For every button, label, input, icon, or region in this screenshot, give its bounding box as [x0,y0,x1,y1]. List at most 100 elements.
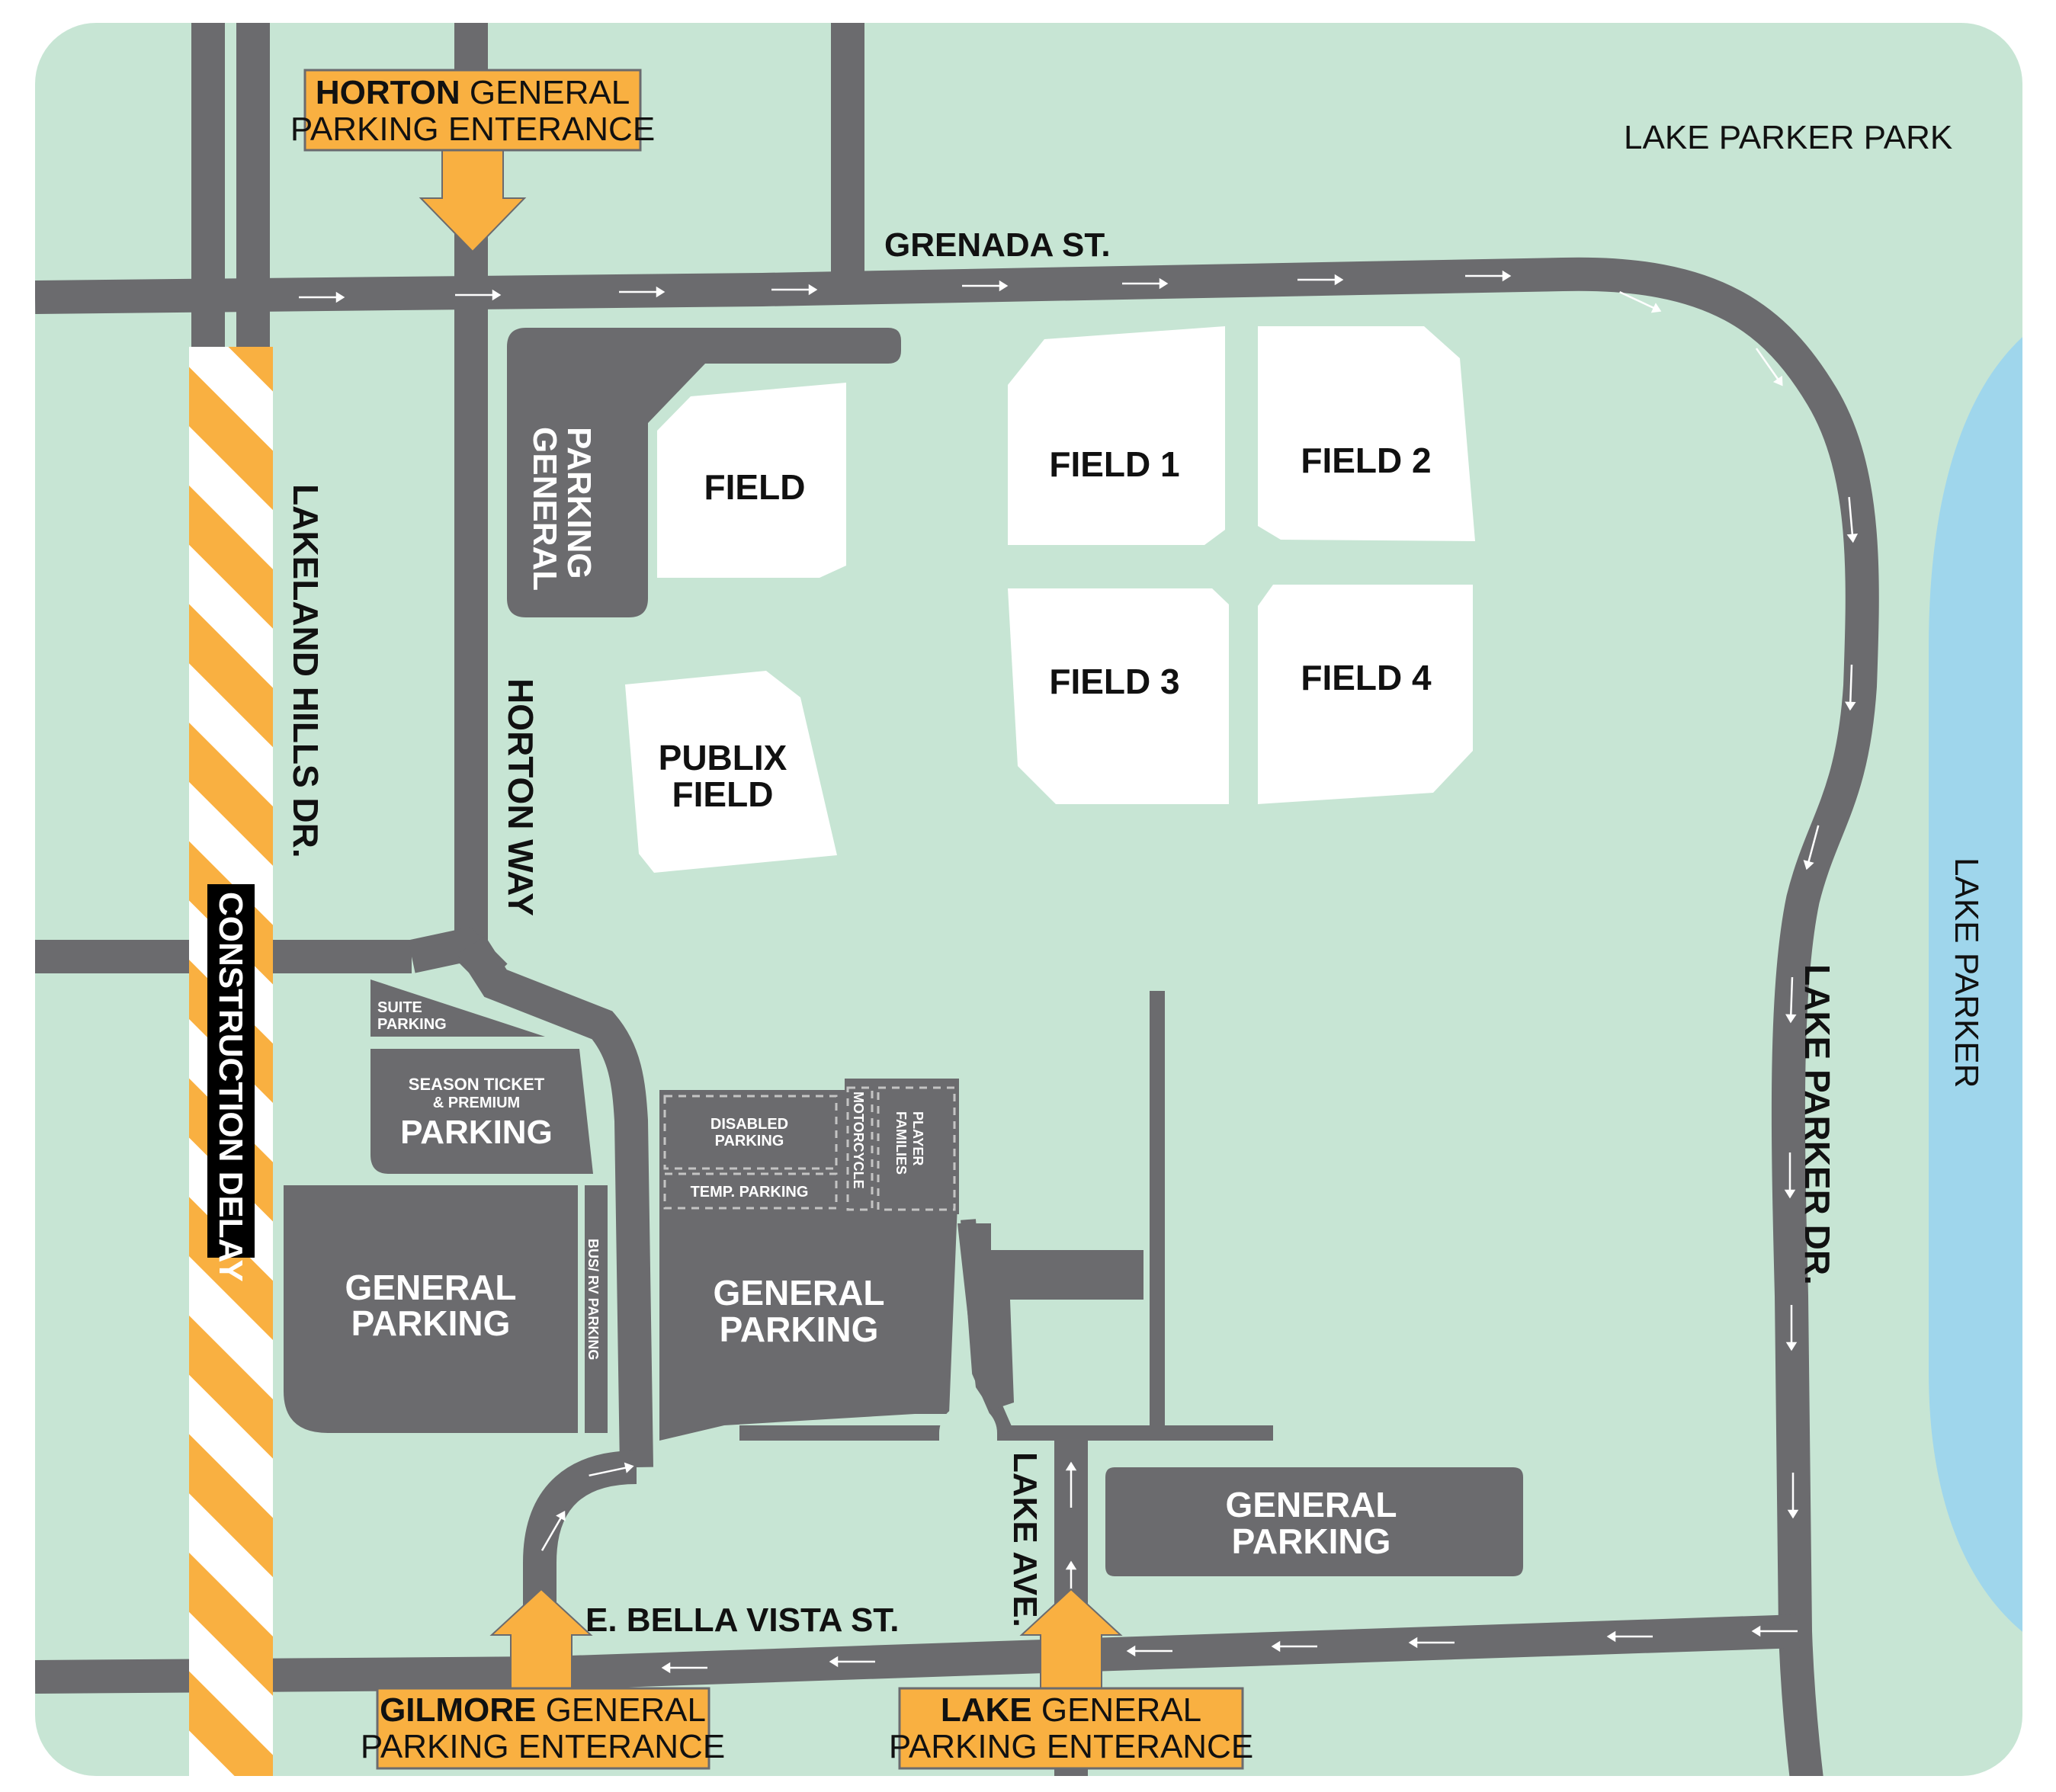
lot-north-label-line2: PARKING [560,427,598,579]
lakeland-hills-label: LAKELAND HILLS DR. [286,484,326,858]
arrow [1271,1640,1317,1653]
lot-west-label: GENERAL [345,1268,517,1307]
arrow [1845,664,1856,711]
field-main-shape [657,383,846,578]
arrow [299,291,345,303]
lot-center-label: GENERAL [714,1273,885,1313]
arrow [589,1462,634,1477]
arrow [1297,274,1344,286]
lot-bus-rv [585,1185,608,1433]
horton-entrance-arrow [419,148,527,253]
season-label-line2: & PREMIUM [433,1095,520,1111]
parking-lots [284,328,1523,1576]
road-grenada-lakeparker [35,257,1879,1776]
publix-field-shape [625,671,837,873]
arch-base [939,1433,997,1448]
lake-ave-label: LAKE AVE. [1006,1452,1044,1627]
field-3-shape [1008,588,1229,804]
lake-entrance-label: LAKE GENERAL [941,1691,1201,1729]
arrow [1606,1630,1653,1643]
arrow [1785,1305,1798,1351]
gilmore-entrance-label: GILMORE GENERAL [380,1691,706,1729]
arrow [1785,976,1797,1024]
arrow [1122,277,1169,290]
arrow [1846,496,1859,543]
lot-general-north [507,328,901,617]
gilmore-entrance-arrow [489,1588,593,1689]
lake-entrance-arrow [1019,1588,1123,1689]
arrow [1751,1625,1798,1637]
disabled-parking-label-line2: PARKING [715,1133,784,1149]
suite-parking-label: SUITE [377,999,422,1016]
arrow [1408,1637,1455,1649]
gilmore-entrance-label-line2: PARKING ENTERANCE [361,1728,725,1765]
grenada-st-label: GRENADA ST. [884,226,1111,264]
disabled-parking-label: DISABLED [710,1116,788,1133]
arrow [1619,291,1662,313]
bus-rv-label: BUS/ RV PARKING [585,1239,601,1360]
road-horton-south [457,936,653,1468]
horton-way-label: HORTON WAY [501,678,540,916]
lake-entrance-label-line2: PARKING ENTERANCE [889,1728,1253,1765]
lake-parker-label: LAKE PARKER [1948,858,1985,1088]
season-label: SEASON TICKET [409,1075,545,1094]
player-families-label-line2: FAMILIES [893,1111,909,1175]
season-label-line3: PARKING [400,1114,553,1151]
arrow [771,284,818,296]
lot-general-east [1105,1467,1523,1576]
fields [625,326,1475,873]
arrow [1784,1152,1796,1199]
arrow [829,1656,875,1668]
lot-general-west [284,1185,578,1433]
field-1-shape [1008,326,1225,545]
horton-entrance-label: HORTON GENERAL [316,74,630,111]
arrow [540,1510,566,1551]
arrow [1755,348,1783,386]
lake-entrance-box [898,1687,1244,1770]
temp-parking-label: TEMP. PARKING [691,1184,809,1201]
field-1-label: FIELD 1 [1049,444,1179,484]
lake-parker-park-label: LAKE PARKER PARK [1624,119,1952,156]
horton-entrance-label-line2: PARKING ENTERANCE [290,111,655,148]
bella-vista-label: E. BELLA VISTA ST. [585,1601,900,1639]
arrow [455,289,502,301]
construction-delay-label: CONSTRUCTION DELAY [212,892,249,1282]
entrance-arrows [419,148,1123,1689]
player-families-label: PLAYER [910,1111,925,1165]
lot-season [370,1049,593,1174]
publix-field-label: PUBLIX [659,738,787,777]
arrow [1803,825,1820,870]
field-3-label: FIELD 3 [1049,662,1179,701]
arrow [661,1662,707,1674]
horton-entrance-box [303,69,642,152]
sub-lot-outlines [663,1086,956,1211]
field-label: FIELD [704,467,806,507]
field-2-shape [1258,326,1475,541]
publix-field-label-line2: FIELD [672,774,774,814]
lot-annex [957,1223,1143,1410]
lot-north-label: GENERAL [526,427,563,591]
arrow [1787,1473,1799,1519]
construction-label-bg [207,884,255,1258]
lot-east-label: GENERAL [1226,1485,1397,1524]
lot-east-label-line2: PARKING [1232,1521,1391,1561]
suite-parking-label-line2: PARKING [377,1016,447,1033]
lake-parker-dr-label: LAKE PARKER DR. [1798,964,1837,1285]
lake-parker-water [1929,313,2022,1654]
arrow [1126,1645,1172,1657]
lot-suite [370,979,545,1037]
lot-motorcycle-box [845,1090,875,1214]
arrow [1465,270,1512,282]
field-4-shape [1258,585,1473,804]
lot-west-label-line2: PARKING [351,1303,511,1343]
arrow [619,286,666,298]
road-arrows [299,270,1859,1674]
entrance-boxes [303,69,1244,1770]
field-2-label: FIELD 2 [1301,441,1431,480]
lot-center-label-line2: PARKING [720,1310,879,1349]
gilmore-entrance-box [376,1687,710,1770]
arrow [962,280,1009,292]
motorcycle-label: MOTORCYCLE [851,1092,866,1189]
